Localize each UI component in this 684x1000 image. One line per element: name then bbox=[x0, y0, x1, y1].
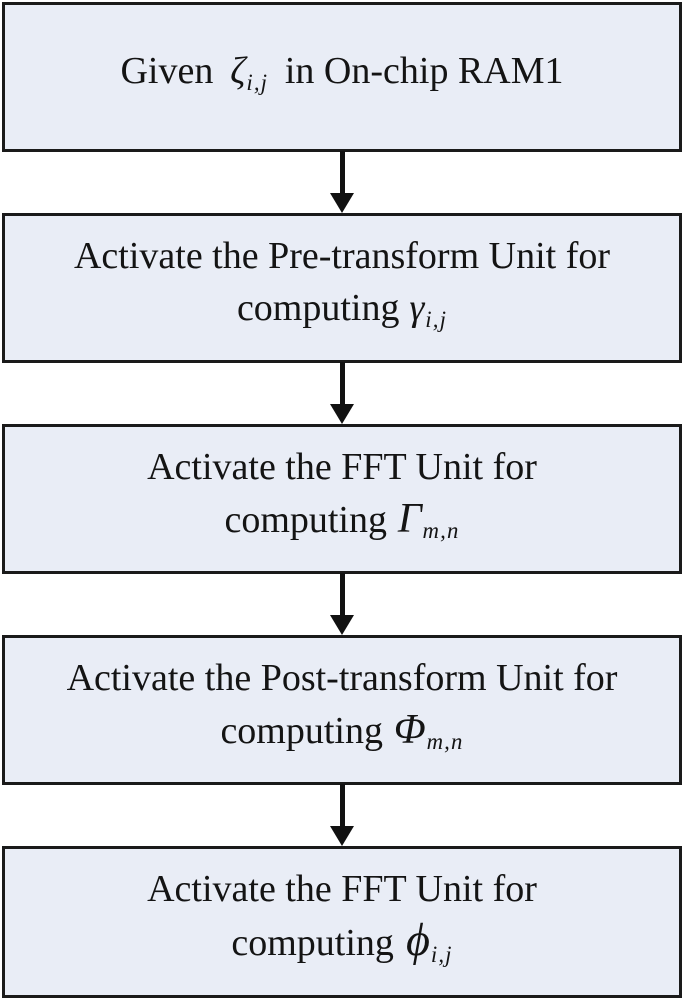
arrow-stem bbox=[339, 151, 345, 193]
math-symbol-gamma: γ bbox=[409, 287, 425, 330]
math-symbol-capital-gamma: Γ bbox=[397, 495, 422, 542]
step-text: computing bbox=[231, 922, 394, 965]
step-pre-transform: Activate the Pre-transform Unit for comp… bbox=[2, 213, 682, 363]
step-text: Activate the Pre-transform Unit for bbox=[73, 235, 611, 278]
arrow-head-icon bbox=[330, 826, 354, 846]
math-symbol-zeta: ζ bbox=[230, 50, 246, 93]
down-arrow-4 bbox=[0, 784, 684, 846]
arrow-head-icon bbox=[330, 193, 354, 213]
step-post-transform: Activate the Post-transform Unit for com… bbox=[2, 635, 682, 785]
math-subscript: i,j bbox=[430, 941, 453, 967]
step-line: Activate the Pre-transform Unit for bbox=[74, 230, 610, 282]
math-subscript: i,j bbox=[246, 69, 269, 95]
down-arrow-2 bbox=[0, 362, 684, 424]
step-text: Activate the FFT Unit for bbox=[147, 868, 537, 911]
math-subscript: m,n bbox=[426, 729, 464, 755]
step-line: Activate the FFT Unit for bbox=[147, 863, 537, 915]
step-text: computing bbox=[236, 287, 400, 330]
math-subscript: i,j bbox=[425, 306, 448, 332]
step-text: Given bbox=[120, 50, 214, 93]
step-text: Activate the Post-transform Unit for bbox=[66, 656, 618, 699]
step-line: Activate the FFT Unit for bbox=[147, 441, 537, 493]
step-text: in On-chip RAM1 bbox=[284, 50, 564, 93]
step-line: Activate the Post-transform Unit for bbox=[67, 652, 618, 704]
down-arrow-3 bbox=[0, 573, 684, 635]
arrow-stem bbox=[339, 573, 345, 615]
step-line: computing ϕi,j bbox=[231, 915, 452, 980]
step-fft-inverse: Activate the FFT Unit for computing ϕi,j bbox=[2, 846, 682, 998]
down-arrow-1 bbox=[0, 151, 684, 213]
arrow-head-icon bbox=[330, 404, 354, 424]
arrow-head-icon bbox=[330, 615, 354, 635]
step-text: Activate the FFT Unit for bbox=[147, 445, 537, 488]
arrow-stem bbox=[339, 784, 345, 826]
math-symbol-phi: ϕ bbox=[405, 915, 430, 967]
arrow-stem bbox=[339, 362, 345, 404]
math-symbol-capital-phi: Φ bbox=[393, 706, 426, 753]
step-text: computing bbox=[224, 498, 387, 541]
math-subscript: m,n bbox=[422, 518, 460, 544]
step-text: computing bbox=[220, 709, 383, 752]
